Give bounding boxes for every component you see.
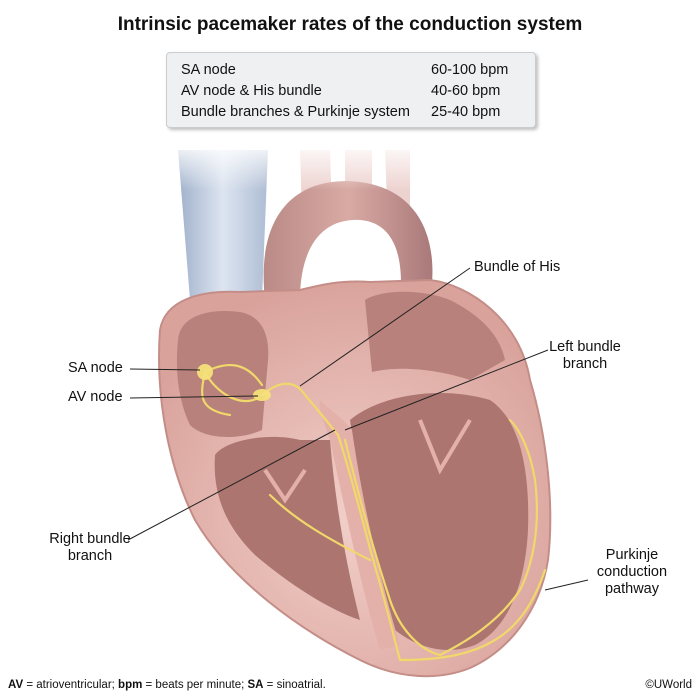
rate-value: 25-40 bpm [431, 104, 501, 120]
left-atrium-chamber [365, 291, 505, 380]
rate-value: 60-100 bpm [431, 62, 509, 78]
label-left-bundle-line2: branch [562, 356, 608, 372]
pacemaker-rates-box: SA node 60-100 bpm AV node & His bundle … [166, 52, 536, 128]
leader-lines [127, 267, 589, 591]
rate-row-sa: SA node 60-100 bpm [181, 62, 521, 82]
label-purkinje-line2: conduction [596, 564, 668, 580]
copyright-notice: ©UWorld [645, 679, 692, 691]
label-bundle-of-his: Bundle of His [474, 259, 561, 275]
abbreviation-footer: AV = atrioventricular; bpm = beats per m… [8, 679, 326, 691]
footer-bpm-abbr: bpm [118, 679, 143, 691]
leader-left-bundle [344, 349, 549, 431]
left-bundle-branch-path [343, 438, 442, 657]
footer-av-abbr: AV [8, 679, 24, 691]
vessel-fade [170, 140, 440, 190]
right-bundle-branch-path [336, 433, 402, 662]
rate-row-purkinje: Bundle branches & Purkinje system 25-40 … [181, 104, 521, 124]
papillary-muscle-left [418, 418, 472, 475]
rate-label: SA node [181, 62, 236, 78]
label-right-bundle-line1: Right bundle [49, 531, 131, 547]
his-bundle-path [260, 382, 340, 437]
label-purkinje-line1: Purkinje [605, 547, 659, 563]
av-node-marker [253, 389, 271, 401]
rate-row-av: AV node & His bundle 40-60 bpm [181, 83, 521, 103]
conduction-system [201, 363, 547, 662]
label-av-node: AV node [68, 389, 123, 405]
label-left-bundle-branch: Left bundle branch [540, 339, 630, 373]
footer-av-def: = atrioventricular; [23, 679, 119, 691]
leader-sa-node [129, 368, 201, 371]
rate-label: Bundle branches & Purkinje system [181, 104, 410, 120]
leader-av-node [129, 395, 259, 399]
sa-node-marker [197, 364, 213, 380]
aortic-arch [263, 181, 433, 300]
rate-label: AV node & His bundle [181, 83, 322, 99]
purkinje-fibers-left [438, 418, 538, 657]
rate-value: 40-60 bpm [431, 83, 501, 99]
left-ventricle-chamber [350, 392, 529, 650]
footer-bpm-def: = beats per minute; [142, 679, 248, 691]
leader-bundle-of-his [299, 267, 471, 387]
leader-right-bundle [127, 429, 336, 541]
label-right-bundle-line2: branch [67, 548, 113, 564]
diagram-title: Intrinsic pacemaker rates of the conduct… [117, 14, 583, 35]
label-sa-node: SA node [68, 360, 123, 376]
papillary-muscle-right [263, 468, 307, 504]
purkinje-fibers-right [268, 493, 547, 662]
footer-sa-abbr: SA [247, 679, 264, 691]
label-purkinje-pathway: Purkinje conduction pathway [586, 547, 678, 598]
right-atrium-chamber [176, 310, 269, 437]
right-ventricle-chamber [214, 436, 360, 620]
footer-sa-def: = sinoatrial. [263, 679, 326, 691]
label-purkinje-line3: pathway [604, 581, 659, 597]
leader-purkinje [544, 579, 589, 591]
label-left-bundle-line1: Left bundle [549, 339, 621, 355]
label-right-bundle-branch: Right bundle branch [40, 531, 140, 565]
